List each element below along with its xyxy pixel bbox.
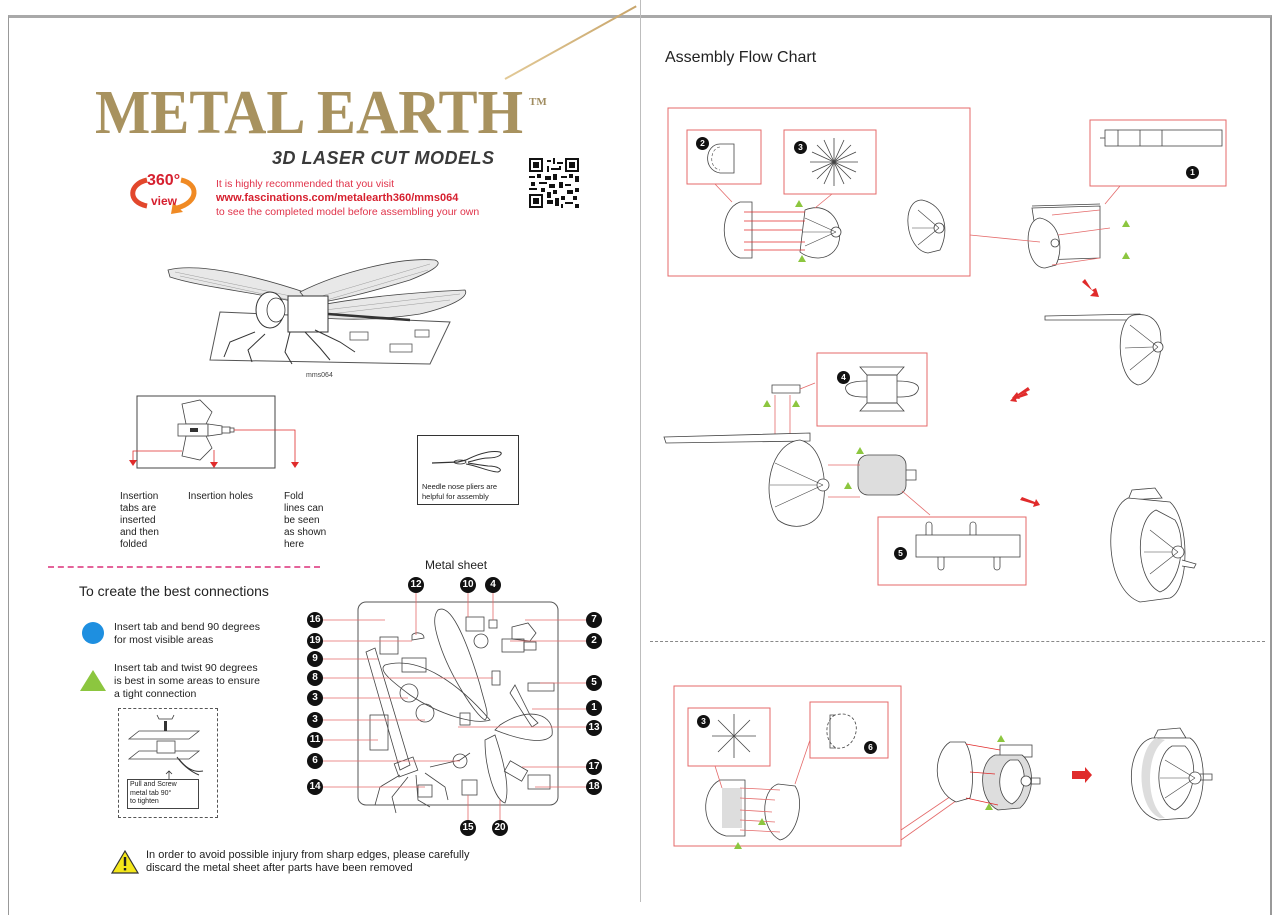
legend-line: Insert tab and bend 90 degrees xyxy=(114,621,260,633)
callout-tabs-line: folded xyxy=(120,539,148,550)
warning-line-2: discard the metal sheet after parts have… xyxy=(146,862,413,874)
legend-line: for most visible areas xyxy=(114,634,214,646)
callout-tabs-line: tabs are xyxy=(120,503,157,514)
part-label-14: 14 xyxy=(307,779,323,795)
page-spine-divider xyxy=(640,0,641,902)
callout-fold-line: lines can xyxy=(284,503,324,514)
callout-tabs-line: and then xyxy=(120,527,159,538)
callout-fold-line: be seen xyxy=(284,515,320,526)
green-triangle-icon xyxy=(80,670,106,691)
twist-tab-illustration xyxy=(127,714,204,779)
part-label-18: 18 xyxy=(586,779,602,795)
qr-code[interactable] xyxy=(529,158,579,208)
part-label-15: 15 xyxy=(460,820,476,836)
recommendation-text: It is highly recommended that you visit … xyxy=(216,177,479,219)
part-label-6: 6 xyxy=(307,753,323,769)
connections-title: To create the best connections xyxy=(79,583,269,599)
legend-line: is best in some areas to ensure xyxy=(114,675,260,687)
part-label-8: 8 xyxy=(307,670,323,686)
part-label-7: 7 xyxy=(586,612,602,628)
part-label-16: 16 xyxy=(307,612,323,628)
needle-nose-pliers-icon xyxy=(431,451,502,473)
metal-sheet-diagram xyxy=(323,593,588,823)
pliers-tip-text: Needle nose pliers are helpful for assem… xyxy=(422,482,497,501)
pliers-text-line-1: Needle nose pliers are xyxy=(422,482,498,491)
part-label-12: 12 xyxy=(408,577,424,593)
flow-part-label-6: 6 xyxy=(864,741,877,754)
pliers-tip-box xyxy=(417,435,519,505)
recommend-line-3: to see the completed model before assemb… xyxy=(216,206,480,218)
callout-fold-line: here xyxy=(284,539,305,550)
part-label-19: 19 xyxy=(307,633,323,649)
callout-tabs-line: Insertion xyxy=(120,491,159,502)
flow-chart-title: Assembly Flow Chart xyxy=(665,49,817,66)
model-code-caption: mms064 xyxy=(306,372,333,379)
flow-part-label-3-step3: 3 xyxy=(697,715,710,728)
pull-label-line: metal tab 90° xyxy=(130,789,172,797)
brand-logo-area: METAL EARTH xyxy=(95,82,525,144)
pull-label-line: to tighten xyxy=(130,798,159,805)
brand-logo: METAL EARTH xyxy=(95,79,524,147)
flow-part-label-4: 4 xyxy=(837,371,850,384)
part-label-5: 5 xyxy=(586,675,602,691)
part-label-20: 20 xyxy=(492,820,508,836)
part-label-10: 10 xyxy=(460,577,476,593)
part-label-13: 13 xyxy=(586,720,602,736)
insertion-diagram xyxy=(129,395,299,469)
assembly-step-2 xyxy=(663,352,1040,586)
brand-tagline: 3D LASER CUT MODELS xyxy=(272,148,495,168)
part-label-17: 17 xyxy=(586,759,602,775)
pull-and-screw-label: Pull and Screw metal tab 90° to tighten xyxy=(127,779,199,809)
part-label-2: 2 xyxy=(586,633,602,649)
legend-line: a tight connection xyxy=(114,688,197,700)
legend-bend-text: Insert tab and bend 90 degrees for most … xyxy=(114,621,260,647)
flow-part-label-2: 2 xyxy=(696,137,709,150)
callout-insertion-holes: Insertion holes xyxy=(188,491,254,502)
part-label-3b: 3 xyxy=(307,712,323,728)
callout-tabs-line: inserted xyxy=(120,515,156,526)
callout-fold-line: as shown xyxy=(284,527,327,538)
warning-icon xyxy=(110,849,140,874)
warning-text: In order to avoid possible injury from s… xyxy=(146,849,469,875)
callout-fold-line: Fold xyxy=(284,491,304,502)
pull-and-screw-diagram xyxy=(118,708,218,818)
assembly-step-3 xyxy=(673,685,1213,849)
badge-view-text: view xyxy=(151,194,178,208)
part-label-11: 11 xyxy=(307,732,323,748)
legend-twist-text: Insert tab and twist 90 degrees is best … xyxy=(114,662,260,701)
flow-part-label-3: 3 xyxy=(794,141,807,154)
dragonfly-model-illustration xyxy=(167,259,467,365)
callout-fold-lines: Fold lines can be seen as shown here xyxy=(284,491,344,551)
rotate-arrow-icon xyxy=(130,177,197,214)
pull-label-line: Pull and Screw xyxy=(130,781,177,788)
assembly-step-1 xyxy=(667,107,1227,399)
recommend-url-link[interactable]: www.fascinations.com/metalearth360/mms06… xyxy=(216,192,459,204)
badge-360-text: 360° xyxy=(147,172,181,189)
section-divider-dashed xyxy=(48,566,320,568)
360-view-badge[interactable]: 360° view xyxy=(125,172,203,216)
flow-part-label-5: 5 xyxy=(894,547,907,560)
flow-part-label-1: 1 xyxy=(1186,166,1199,179)
legend-line: Insert tab and twist 90 degrees xyxy=(114,662,258,674)
pliers-text-line-2: helpful for assembly xyxy=(422,491,489,501)
step-divider-dashed xyxy=(650,641,1265,642)
blue-circle-icon xyxy=(82,622,104,644)
recommend-line-1: It is highly recommended that you visit xyxy=(216,178,394,190)
assembly-step-2-result xyxy=(1110,487,1197,603)
warning-line-1: In order to avoid possible injury from s… xyxy=(146,849,470,861)
part-label-3a: 3 xyxy=(307,690,323,706)
part-label-1: 1 xyxy=(586,700,602,716)
metal-sheet-title: Metal sheet xyxy=(425,558,488,572)
trademark-mark: TM xyxy=(529,96,547,108)
part-label-4: 4 xyxy=(485,577,501,593)
callout-insertion-tabs: Insertion tabs are inserted and then fol… xyxy=(120,491,182,551)
part-label-9: 9 xyxy=(307,651,323,667)
